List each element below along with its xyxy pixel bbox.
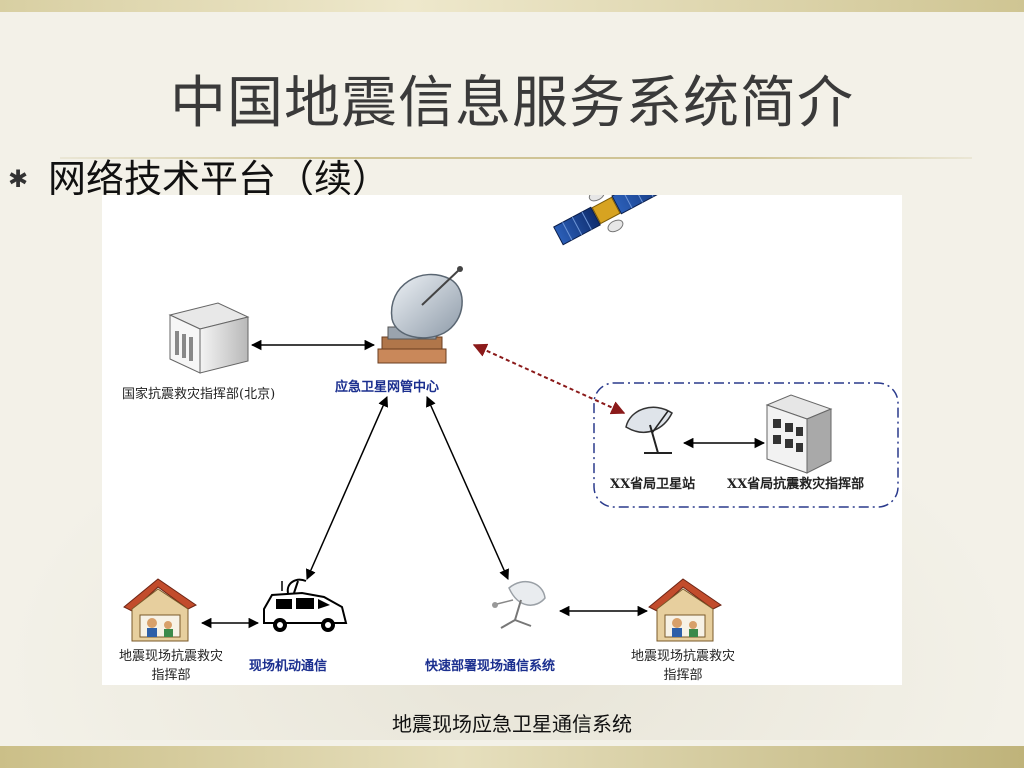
label-province-hq: XX省局抗震救灾指挥部 [727,477,865,492]
diagram-canvas [123,195,899,642]
label-field-hq-left-line2: 指挥部 [151,668,191,683]
vehicle-icon [263,578,348,632]
label-satellite-center: 应急卫星网管中心 [335,380,440,395]
top-decoration-band [0,0,1024,12]
diagram-caption: 地震现场应急卫星通信系统 [392,712,632,736]
label-field-hq-left-line1: 地震现场抗震救灾 [118,649,223,664]
label-field-hq-left: 地震现场抗震救灾 指挥部 [108,645,234,683]
network-diagram: 国家抗震救灾指挥部(北京) 应急卫星网管中心 XX省局卫星站 XX省局抗震救灾指… [102,195,902,685]
link-center-to-province [472,343,626,415]
label-rapid-comm: 快速部署现场通信系统 [425,659,556,674]
label-province-station: XX省局卫星站 [610,477,696,492]
portable-antenna-icon [492,580,546,629]
link-center-to-rapid [426,396,509,580]
house-icon [123,578,197,642]
bullet-text: 网络技术平台（续） [48,157,391,201]
label-national-hq: 国家抗震救灾指挥部(北京) [122,387,276,402]
house-icon [648,578,722,642]
label-field-hq-right: 地震现场抗震救灾 指挥部 [620,645,746,683]
province-group-box [593,382,899,508]
office-building-icon [765,394,833,474]
title-divider [60,157,972,159]
satellite-icon [553,195,676,246]
province-dish-icon [625,406,673,454]
dish-antenna-icon [377,266,463,364]
bottom-decoration-band [0,746,1024,768]
bullet-icon: ✱ [8,165,29,193]
label-mobile-comm: 现场机动通信 [249,659,328,674]
building-icon [168,302,250,374]
label-field-hq-right-line1: 地震现场抗震救灾 [630,649,735,664]
link-center-to-mobile [305,396,389,580]
slide-title: 中国地震信息服务系统简介 [170,71,854,136]
label-field-hq-right-line2: 指挥部 [663,668,703,683]
